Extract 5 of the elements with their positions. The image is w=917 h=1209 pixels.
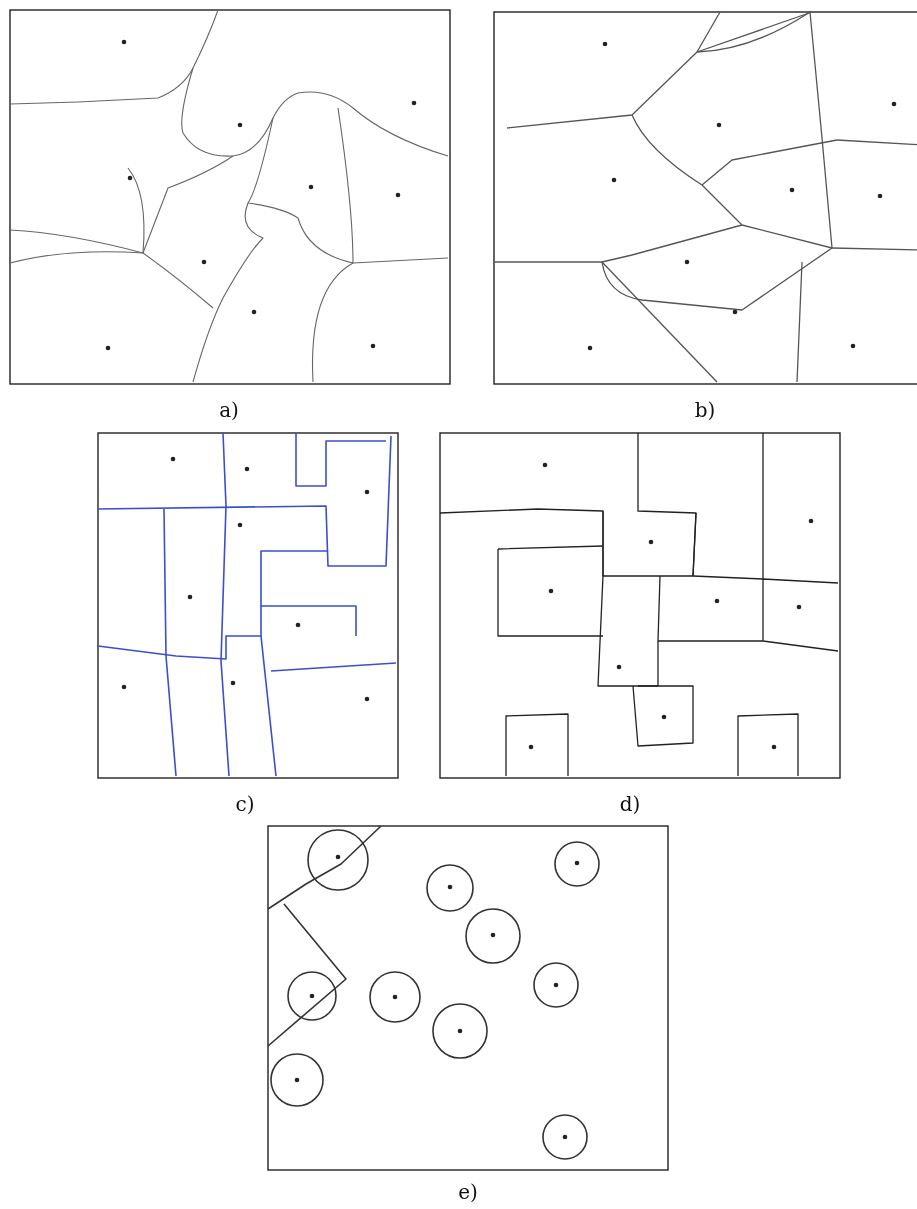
panel-label: d) xyxy=(619,792,641,816)
panel-label: b) xyxy=(694,398,716,422)
panel-label: e) xyxy=(458,1180,478,1204)
panel-label: a) xyxy=(219,398,239,422)
panel-label: c) xyxy=(235,792,255,816)
